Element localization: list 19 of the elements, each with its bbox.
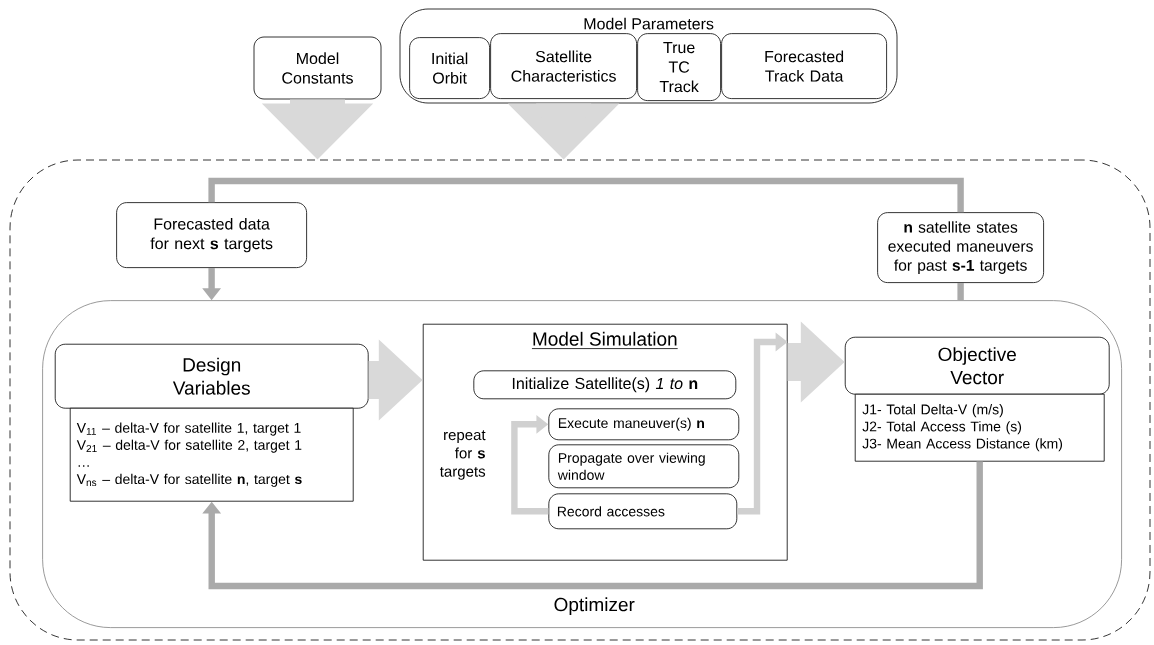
data-box: n satellite states executed maneuvers for past s-1 targets [877,212,1044,283]
step-box: Initialize Satellite(s) 1 to n [473,370,737,400]
input-box: Model Constants [253,36,382,100]
parameter-box: Forecasted Track Data [721,33,887,99]
boundary-frame [9,159,1151,641]
arrow [202,461,983,590]
arrow [511,414,549,515]
parameter-box: True TC Track [637,33,721,101]
step-box: Propagate over viewing window [548,444,740,489]
variables-list: V$_{11}$ – delta-V for satellite 1, target 1 V$_{21}$ – delta-V for satellite 2, target 1 … V$_{ns}$ – delta-V for satellite n, target s [69,407,354,502]
parameter-box: Satellite Characteristics [490,33,637,99]
header-box: Design Variables [54,343,369,409]
step-box: Record accesses [548,493,738,530]
header-box: Objective Vector [844,336,1110,395]
objectives-list: J1- Total Delta-V (m/s) J2- Total Access Time (s) J3- Mean Access Distance (km) [854,393,1105,462]
parameter-box: Initial Orbit [409,37,490,99]
step-box: Execute maneuver(s) n [548,408,740,441]
edge-label: repeat for s targets [437,428,488,482]
data-box: Forecasted data for next s targets [116,202,307,268]
